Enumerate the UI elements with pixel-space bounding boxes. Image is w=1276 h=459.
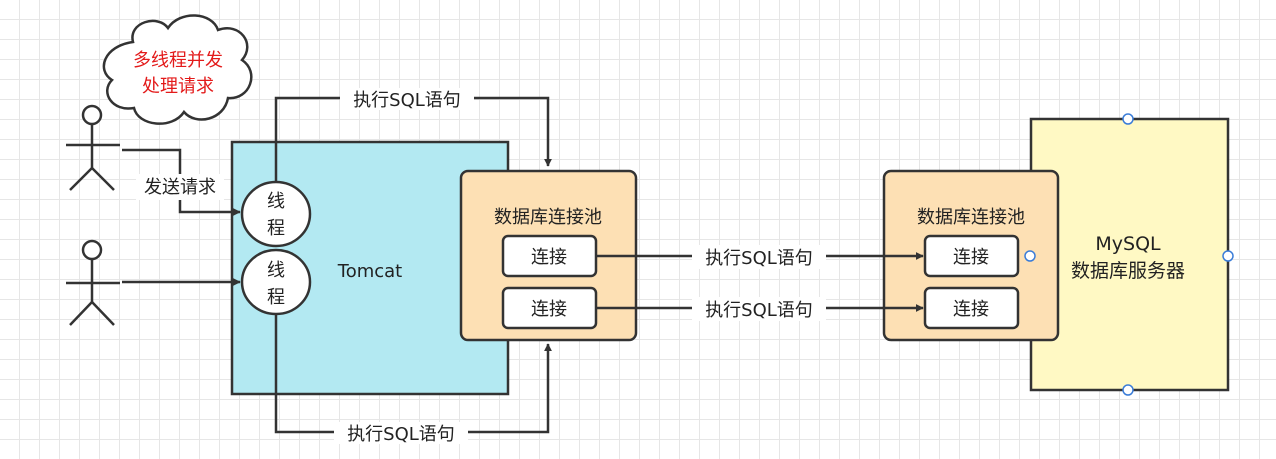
pool-right-title: 数据库连接池 [917,207,1025,228]
pool-left-connection-1-label: 连接 [531,247,567,268]
pool-left-title: 数据库连接池 [494,207,602,228]
user-icon [66,104,120,191]
exec-top-label-bg [340,88,474,110]
cloud-text-line1: 多线程并发 [133,50,223,71]
cloud-text-line2: 处理请求 [142,76,214,97]
mysql-label-line1: MySQL [1095,233,1161,255]
selection-handle[interactable] [1024,250,1036,262]
exec-sql-label-conn-2: 执行SQL语句 [705,300,813,321]
user-icon [66,239,120,326]
exec-sql-label-bottom: 执行SQL语句 [347,424,455,445]
mysql-label-line2: 数据库服务器 [1071,260,1185,282]
thread-1-line2: 程 [267,218,285,239]
exec-conn1-label-bg [692,245,826,269]
selection-handle[interactable] [1122,384,1134,396]
mysql-server-box [1029,117,1230,392]
pool-right-connection-2-label: 连接 [953,299,989,320]
thought-cloud: 多线程并发 处理请求 [102,14,253,125]
thread-2-line1: 线 [267,260,285,281]
thread-1-line1: 线 [267,191,285,212]
cloud-shape [102,14,253,125]
exec-sql-label-top: 执行SQL语句 [353,90,461,111]
exec-bottom-label-bg [334,422,468,444]
tomcat-label: Tomcat [337,261,402,282]
exec-conn2-label-bg [692,297,826,321]
pool-right-connection-2 [923,286,1020,330]
selection-handle[interactable] [1122,113,1134,125]
send-request-label-bg [136,174,224,200]
thread-2-line2: 程 [267,287,285,308]
thread-node-2: 线 程 [240,248,312,316]
pool-left-connection-2-label: 连接 [531,299,567,320]
send-request-label: 发送请求 [144,177,216,198]
pool-right-connection-1-label: 连接 [953,247,989,268]
pool-right-connection-1 [923,234,1020,278]
thread-node-1: 线 程 [240,180,312,248]
selection-handle[interactable] [1222,250,1234,262]
exec-sql-label-conn-1: 执行SQL语句 [705,248,813,269]
